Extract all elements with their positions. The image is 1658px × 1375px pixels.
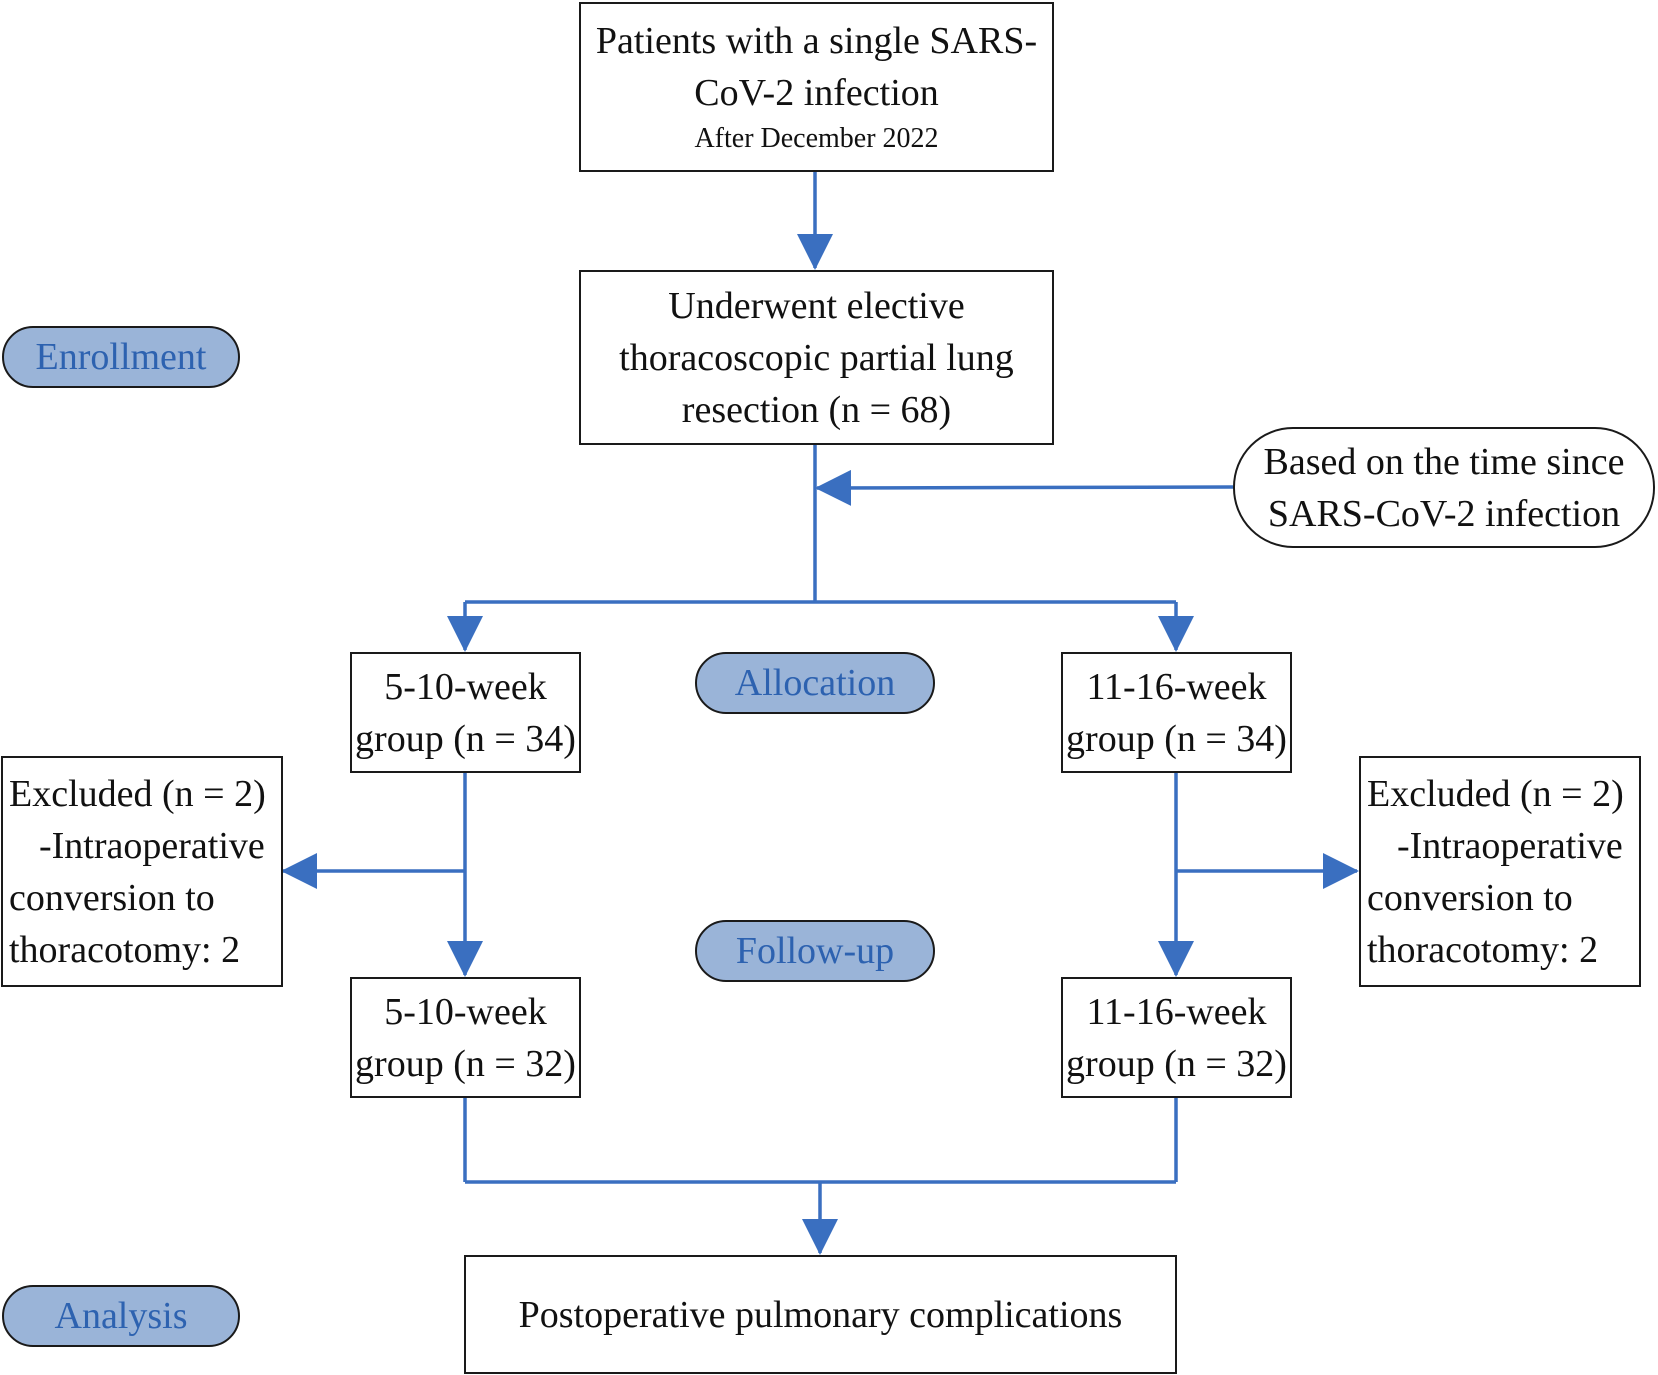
node-group-a-allocated-line2: group (n = 34) xyxy=(355,717,576,760)
node-resection-line3: resection (n = 68) xyxy=(681,388,952,431)
phase-enrollment: Enrollment xyxy=(2,326,240,388)
phase-analysis: Analysis xyxy=(2,1285,240,1347)
phase-allocation-label: Allocation xyxy=(734,662,896,704)
node-group-a-followup: 5-10-week group (n = 32) xyxy=(350,977,581,1098)
node-group-a-allocated: 5-10-week group (n = 34) xyxy=(350,652,581,773)
node-criterion-line1: Based on the time since xyxy=(1263,440,1625,483)
phase-follow-up-label: Follow-up xyxy=(735,930,895,972)
phase-follow-up: Follow-up xyxy=(695,920,935,982)
node-patients-line1: Patients with a single SARS- xyxy=(595,20,1038,62)
node-group-b-followup-line2: group (n = 32) xyxy=(1066,1042,1287,1085)
node-patients-line2: CoV-2 infection xyxy=(694,72,939,114)
node-excluded-a: Excluded (n = 2) -Intraoperative convers… xyxy=(1,756,283,987)
node-excluded-b-line4: thoracotomy: 2 xyxy=(1367,928,1599,971)
node-group-b-followup: 11-16-week group (n = 32) xyxy=(1061,977,1292,1098)
node-excluded-b-line2: -Intraoperative xyxy=(1397,824,1623,867)
node-outcome-line1: Postoperative pulmonary complications xyxy=(518,1293,1123,1336)
node-group-a-followup-line2: group (n = 32) xyxy=(355,1042,576,1085)
node-patients: Patients with a single SARS- CoV-2 infec… xyxy=(579,2,1054,172)
node-group-b-allocated: 11-16-week group (n = 34) xyxy=(1061,652,1292,773)
node-excluded-b-line3: conversion to xyxy=(1367,876,1573,919)
node-group-a-followup-line1: 5-10-week xyxy=(384,990,547,1033)
node-excluded-a-line1: Excluded (n = 2) xyxy=(9,772,266,815)
node-patients-subtitle: After December 2022 xyxy=(694,123,939,154)
node-excluded-a-line2: -Intraoperative xyxy=(39,824,265,867)
node-criterion-line2: SARS-CoV-2 infection xyxy=(1267,492,1621,535)
node-resection-line1: Underwent elective xyxy=(668,284,965,327)
phase-allocation: Allocation xyxy=(695,652,935,714)
node-excluded-b-line1: Excluded (n = 2) xyxy=(1367,772,1624,815)
node-group-b-allocated-line2: group (n = 34) xyxy=(1066,717,1287,760)
node-group-b-followup-line1: 11-16-week xyxy=(1086,990,1267,1033)
node-excluded-a-line4: thoracotomy: 2 xyxy=(9,928,241,971)
node-resection-line2: thoracoscopic partial lung xyxy=(619,336,1014,379)
node-resection: Underwent elective thoracoscopic partial… xyxy=(579,270,1054,445)
phase-enrollment-label: Enrollment xyxy=(35,336,207,378)
phase-analysis-label: Analysis xyxy=(54,1295,188,1337)
node-excluded-a-line3: conversion to xyxy=(9,876,215,919)
node-group-a-allocated-line1: 5-10-week xyxy=(384,665,547,708)
node-criterion: Based on the time since SARS-CoV-2 infec… xyxy=(1233,427,1655,548)
node-excluded-b: Excluded (n = 2) -Intraoperative convers… xyxy=(1359,756,1641,987)
node-outcome: Postoperative pulmonary complications xyxy=(464,1255,1177,1374)
node-group-b-allocated-line1: 11-16-week xyxy=(1086,665,1267,708)
arrow-criterion-to-trunk xyxy=(815,469,1234,506)
